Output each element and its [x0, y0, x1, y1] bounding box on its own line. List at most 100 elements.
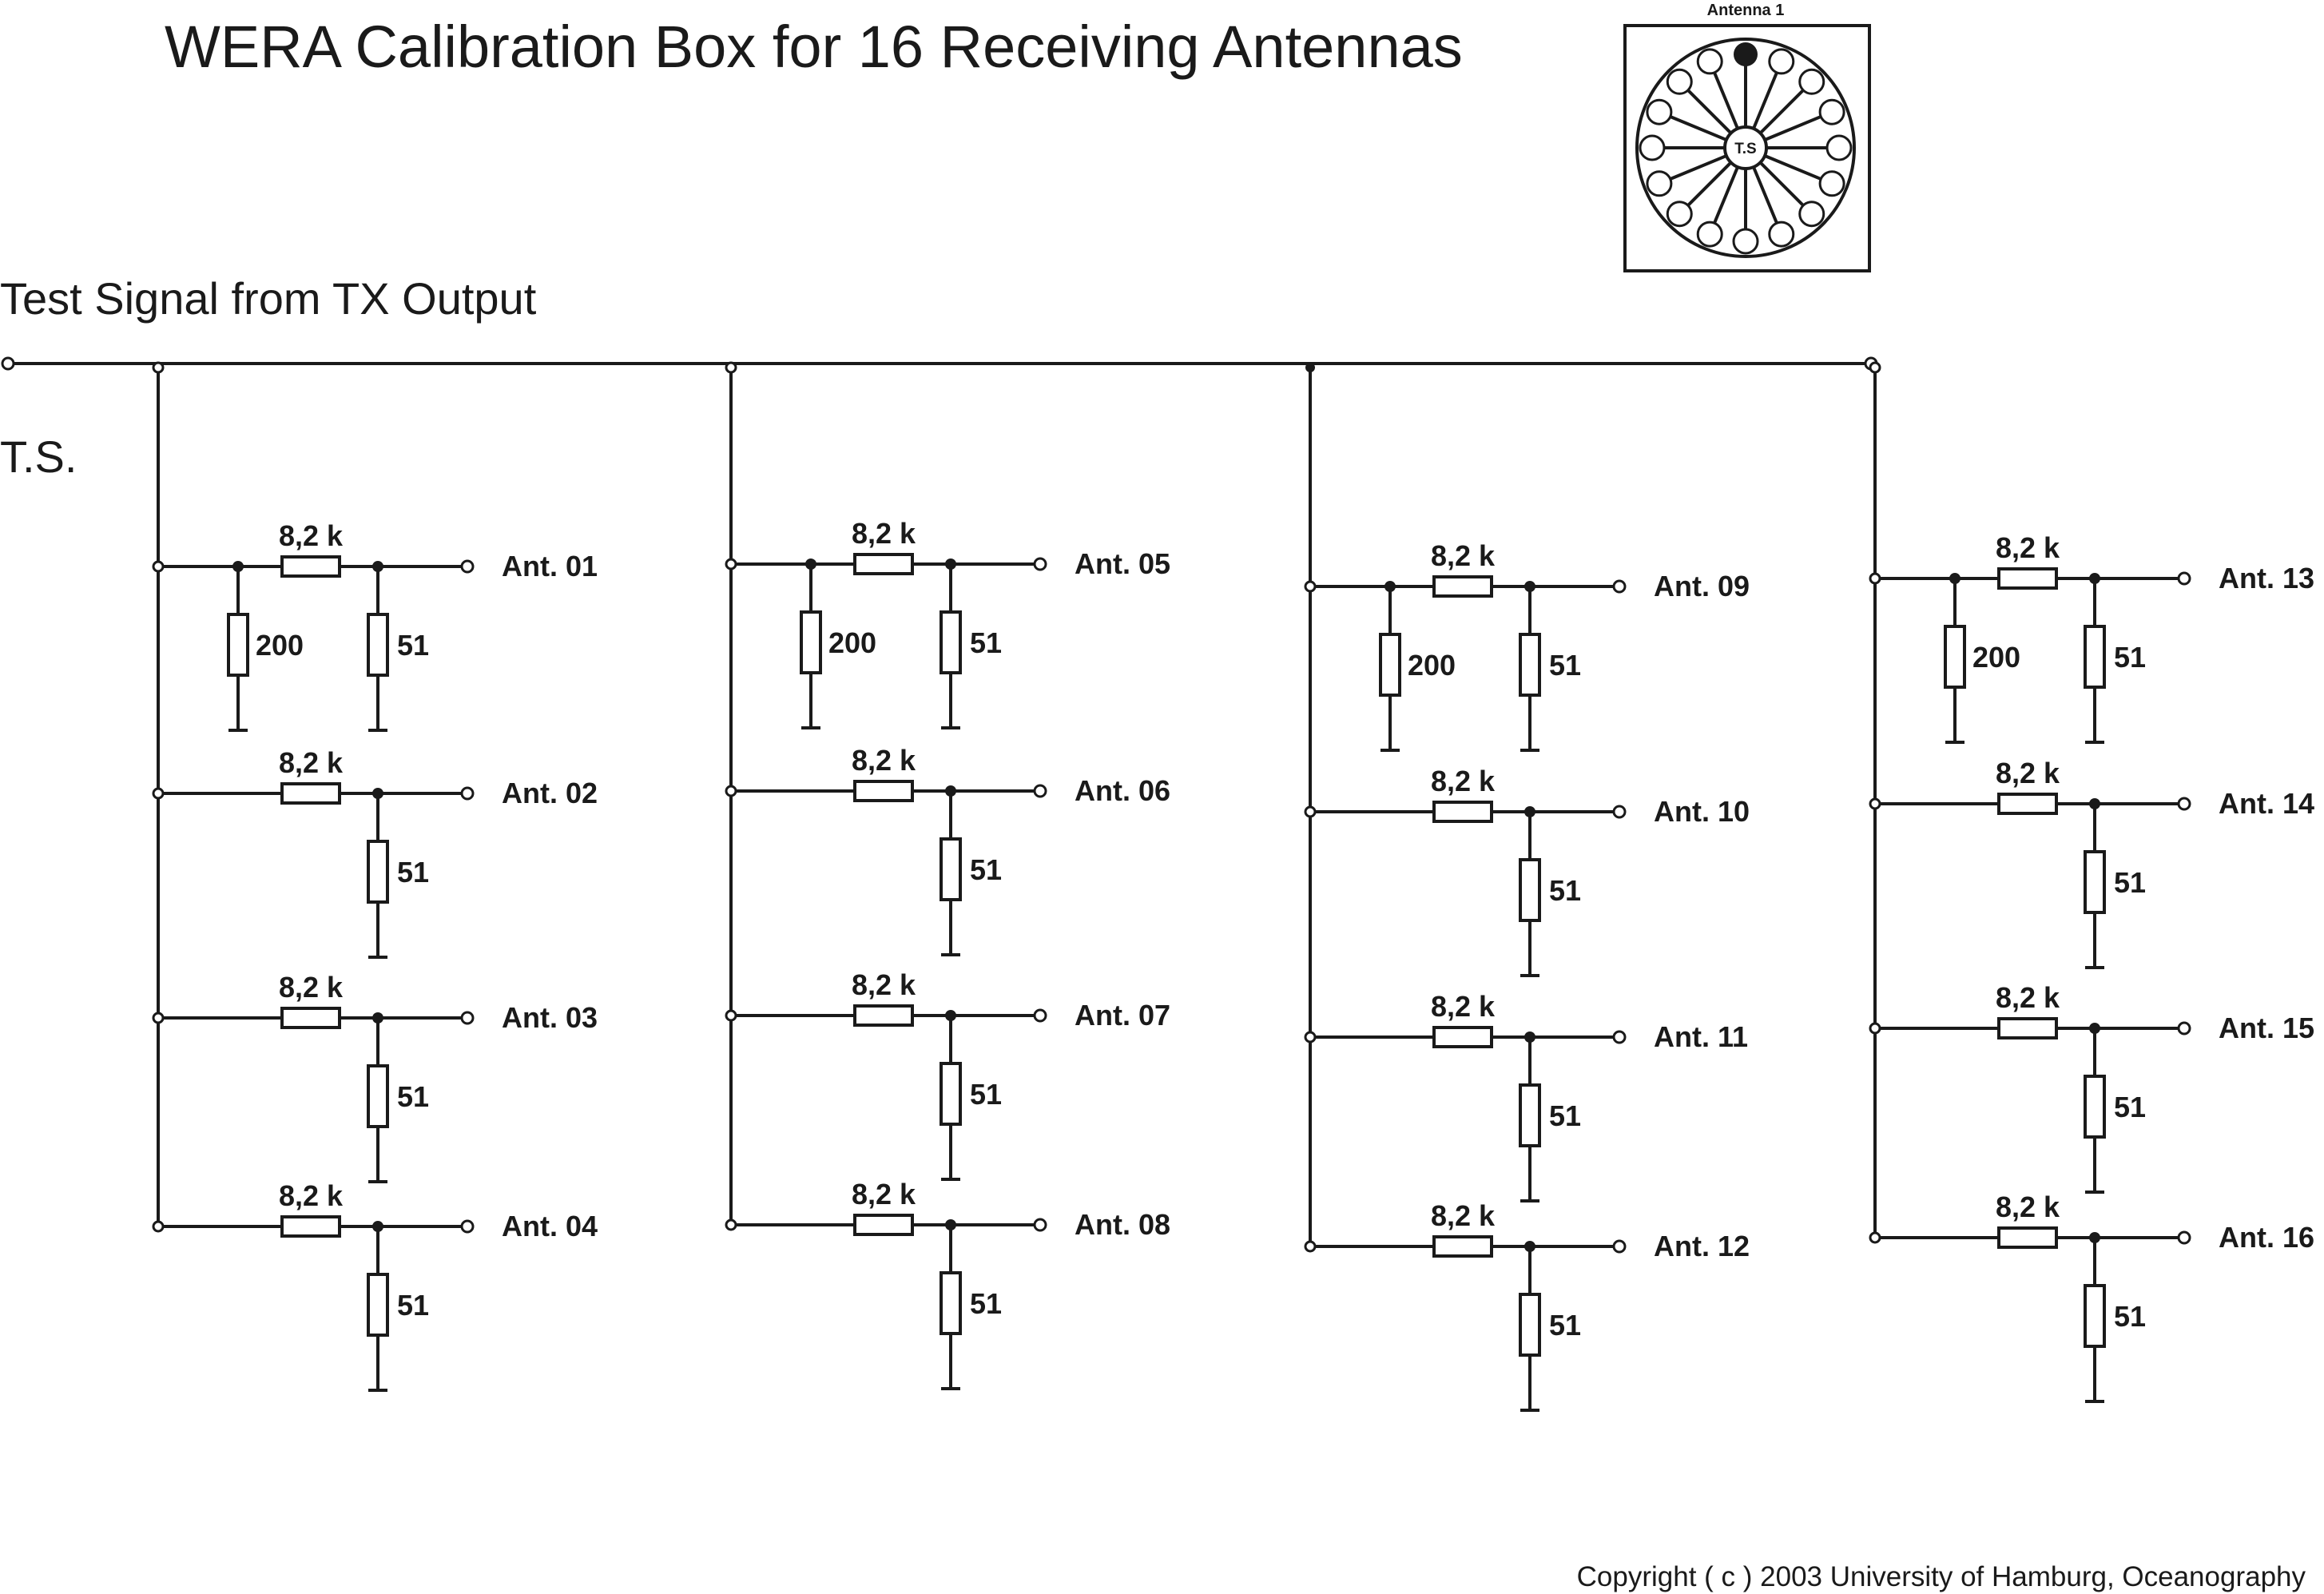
bus-junction	[1305, 363, 1315, 372]
series-resistor-value: 8,2 k	[1996, 757, 2060, 789]
branch-start-terminal	[725, 558, 737, 570]
shunt-resistor-value: 51	[2114, 1091, 2146, 1123]
series-resistor-value: 8,2 k	[1431, 1199, 1496, 1232]
inset-antenna-1	[1734, 42, 1758, 66]
shunt-resistor-value: 51	[1549, 1099, 1581, 1132]
antenna-output-terminal[interactable]	[1612, 1239, 1627, 1254]
shunt-resistor	[1519, 1293, 1541, 1357]
series-resistor-value: 8,2 k	[852, 968, 916, 1001]
inset-antenna	[1825, 134, 1853, 161]
shunt-resistor-value: 51	[1549, 649, 1581, 682]
series-resistor	[1997, 793, 2058, 815]
series-resistor	[1432, 575, 1493, 598]
shunt-resistor-value: 51	[397, 856, 429, 888]
inset-antenna	[1696, 221, 1723, 248]
copyright-notice: Copyright ( c ) 2003 University of Hambu…	[1577, 1561, 2306, 1592]
branch-start-terminal	[1869, 572, 1881, 585]
antenna-label: Ant. 12	[1654, 1230, 1750, 1262]
shunt-resistor	[940, 610, 962, 674]
antenna-output-terminal[interactable]	[460, 1011, 475, 1025]
antenna-label: Ant. 09	[1654, 570, 1750, 602]
inset-antenna-label: Antenna 1	[1707, 2, 1785, 19]
antenna-output-terminal[interactable]	[2177, 1230, 2191, 1245]
antenna-output-terminal[interactable]	[460, 1219, 475, 1234]
antenna-output-terminal[interactable]	[1612, 1030, 1627, 1044]
inset-hub	[1723, 125, 1768, 170]
antenna-output-terminal[interactable]	[2177, 1021, 2191, 1036]
antenna-output-terminal[interactable]	[460, 559, 475, 574]
branch-network: 8,2 k 51 Ant. 12	[1304, 1199, 1750, 1412]
shunt-resistor	[940, 1062, 962, 1126]
shunt-resistor-value: 51	[2114, 866, 2146, 899]
antenna-label: Ant. 06	[1075, 774, 1170, 807]
branch-network: 8,2 k 51 Ant. 14	[1869, 757, 2314, 969]
antenna-label: Ant. 10	[1654, 795, 1750, 828]
series-resistor-value: 8,2 k	[279, 1179, 344, 1212]
antenna-output-terminal[interactable]	[460, 786, 475, 801]
shunt-resistor	[2084, 1284, 2106, 1348]
antenna-output-terminal[interactable]	[1033, 784, 1047, 798]
branch-start-terminal	[1304, 580, 1317, 593]
series-resistor-value: 8,2 k	[1996, 1191, 2060, 1223]
inset-antenna	[1646, 170, 1673, 197]
branch-start-terminal	[725, 785, 737, 797]
antenna-output-terminal[interactable]	[2177, 797, 2191, 811]
series-resistor	[1997, 1226, 2058, 1249]
test-signal-bus	[1, 356, 1878, 371]
series-resistor	[280, 1215, 341, 1238]
branch-start-terminal	[152, 560, 165, 573]
series-resistor	[1997, 1017, 2058, 1039]
antenna-label: Ant. 01	[502, 550, 598, 582]
shunt-resistor	[2084, 625, 2106, 689]
shunt-resistor-value: 51	[970, 1287, 1002, 1320]
antenna-label: Ant. 11	[1654, 1020, 1748, 1053]
shunt-resistor	[367, 1064, 389, 1128]
antenna-output-terminal[interactable]	[1033, 1218, 1047, 1232]
bus-junction	[725, 361, 737, 374]
series-resistor	[1432, 801, 1493, 823]
inset-antenna	[1646, 98, 1673, 125]
antenna-label: Ant. 13	[2219, 562, 2314, 594]
antenna-label: Ant. 08	[1075, 1208, 1170, 1241]
inset-antenna	[1666, 201, 1693, 228]
branch-start-terminal	[725, 1218, 737, 1231]
branch-start-terminal	[1304, 805, 1317, 818]
antenna-label: Ant. 14	[2219, 787, 2314, 820]
series-resistor-value: 8,2 k	[1431, 765, 1496, 797]
extra-shunt-resistor	[1379, 633, 1401, 697]
shunt-resistor-value: 51	[1549, 1309, 1581, 1342]
shunt-resistor-value: 51	[397, 629, 429, 662]
antenna-label: Ant. 16	[2219, 1221, 2314, 1254]
branch-start-terminal	[1304, 1031, 1317, 1043]
shunt-resistor-value: 51	[2114, 641, 2146, 674]
antenna-label: Ant. 05	[1075, 547, 1170, 580]
series-resistor-value: 8,2 k	[852, 744, 916, 777]
inset-antenna	[1696, 48, 1723, 75]
antenna-output-terminal[interactable]	[1612, 579, 1627, 594]
series-resistor	[853, 553, 914, 575]
shunt-resistor	[1519, 1083, 1541, 1147]
shunt-resistor-value: 51	[397, 1080, 429, 1113]
antenna-output-terminal[interactable]	[1033, 557, 1047, 571]
extra-shunt-resistor	[227, 613, 249, 677]
series-resistor-value: 8,2 k	[1996, 531, 2060, 564]
shunt-resistor	[2084, 1075, 2106, 1139]
shunt-resistor	[940, 1271, 962, 1335]
inset-antenna	[1768, 221, 1795, 248]
antenna-output-terminal[interactable]	[2177, 571, 2191, 586]
bus-input-terminal[interactable]	[1, 356, 15, 371]
series-resistor	[853, 780, 914, 802]
antenna-output-terminal[interactable]	[1612, 805, 1627, 819]
antenna-output-terminal[interactable]	[1033, 1008, 1047, 1023]
inset-antenna	[1798, 68, 1825, 95]
series-resistor	[1432, 1026, 1493, 1048]
